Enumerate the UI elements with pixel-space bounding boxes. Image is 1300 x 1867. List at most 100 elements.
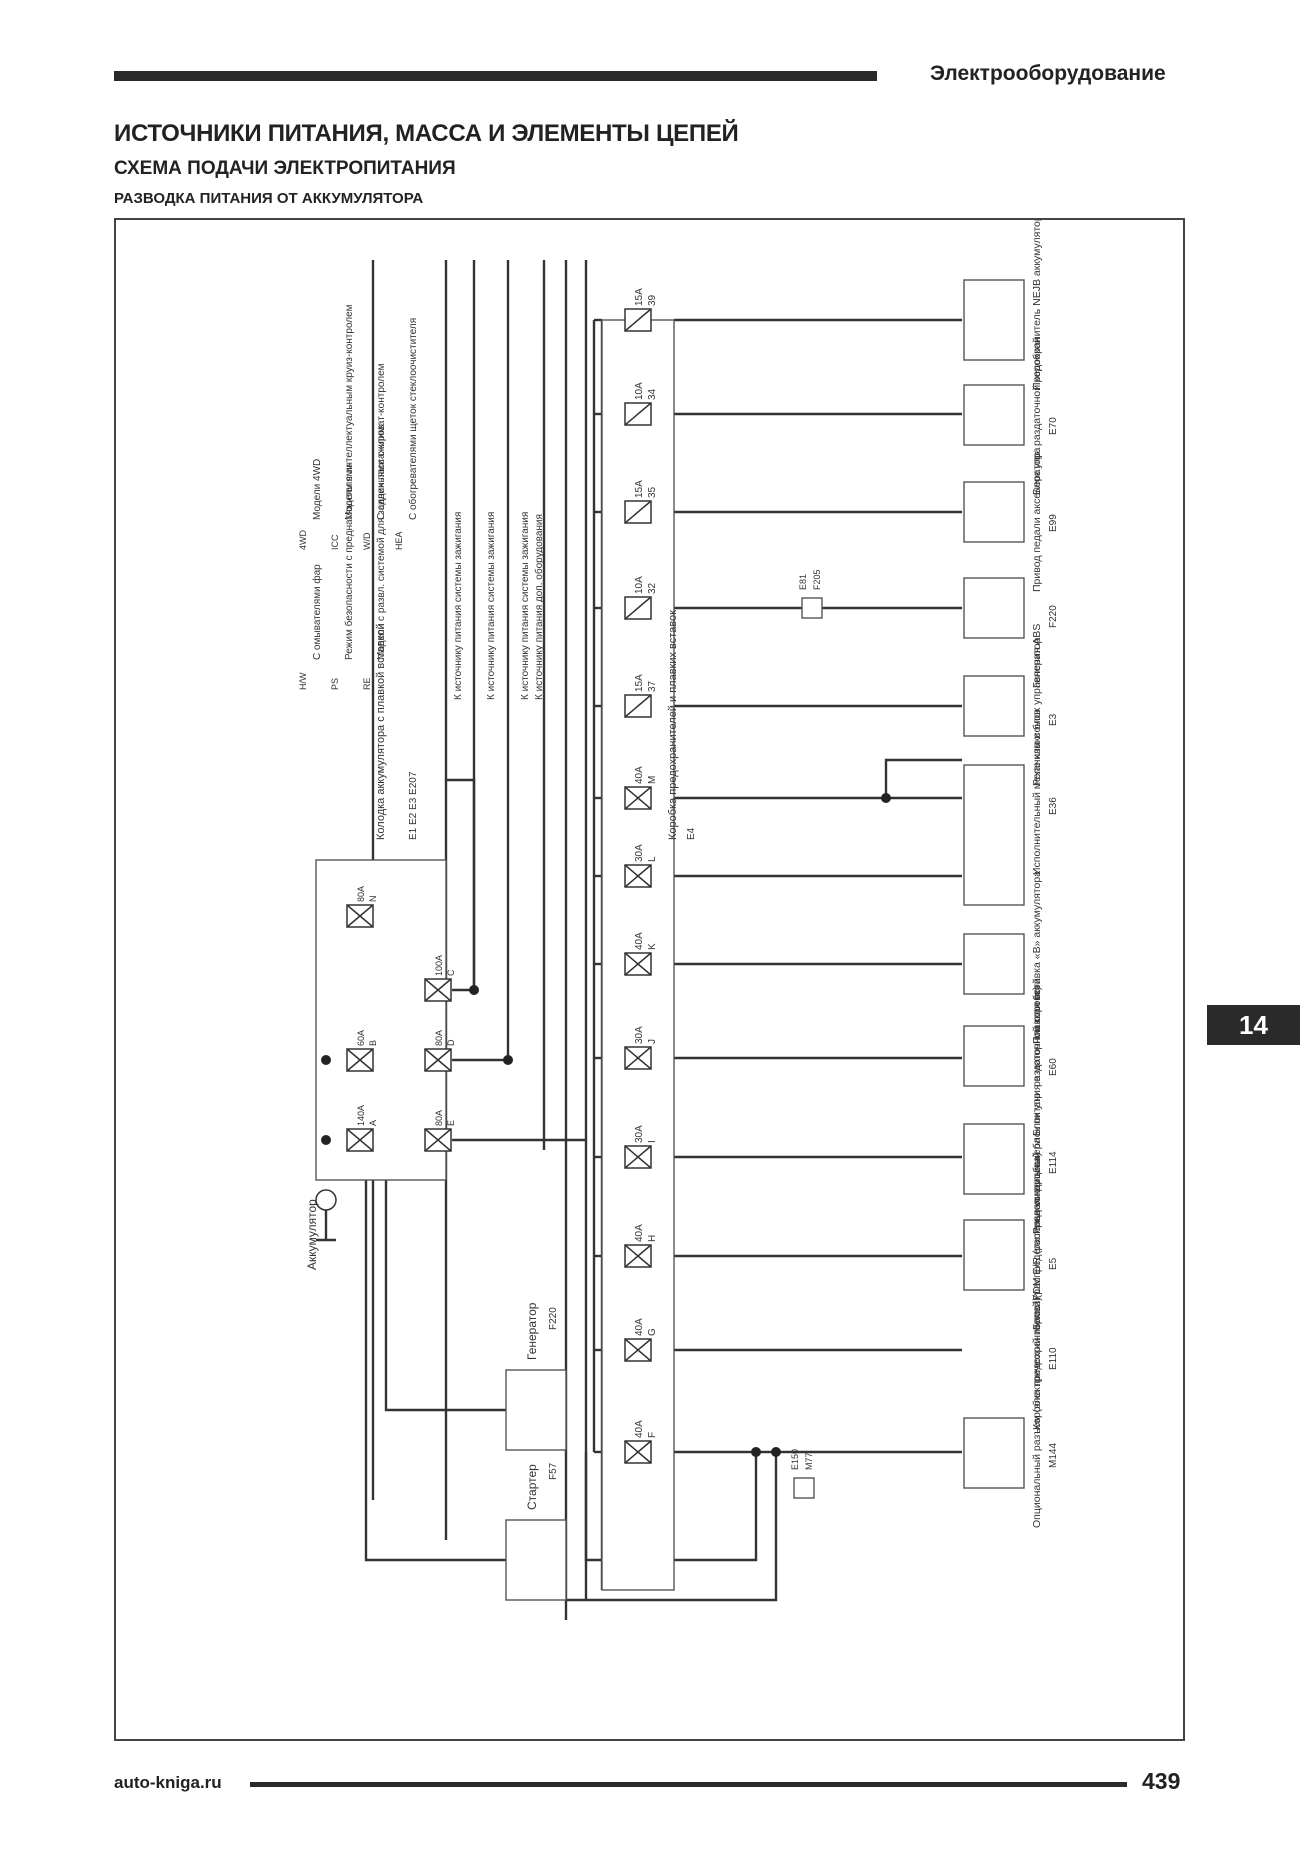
fuse-F [624,1440,652,1464]
fuse-element [624,952,652,976]
link-fuse-id: N [368,896,378,903]
abs-branch [884,758,962,798]
output-label: К источнику питания системы зажигания [520,512,531,700]
link-fuse-C [424,978,452,1002]
fuse-rating: 30A [634,1125,645,1143]
fuse-element [624,596,652,620]
link-fuse-B [346,1048,374,1072]
component-box [963,384,1025,446]
fuse-I [624,1145,652,1169]
component-box [963,279,1025,361]
starter-box [505,1519,567,1601]
link-fuse-rating: 60A [356,1030,366,1046]
fuse-H [624,1244,652,1268]
fusible-link-block [315,859,447,1181]
link-fuse-id: B [368,1040,378,1046]
junction-dot [321,1055,331,1065]
output-label: К источнику питания доп. оборудования [533,514,545,700]
connector-code: F205 [812,569,822,590]
component-label: Генератор [1031,638,1043,688]
fuse-39 [624,308,652,332]
component-code: E99 [1048,514,1059,532]
section-label: Электрооборудование [930,62,1166,85]
fuse-box-label: Коробка предохранителей и плавких вставо… [667,610,679,840]
generator-code: F220 [548,1307,559,1330]
component-box [963,481,1025,543]
fuse-element [624,1244,652,1268]
junction-dot [881,793,891,803]
output-label: К источнику питания системы зажигания [453,512,464,700]
generator-box [505,1369,567,1451]
fuse-rating: 40A [634,1420,645,1438]
fuse-id: 37 [647,680,658,692]
starter-label: Стартер [525,1464,539,1510]
starter-wire [364,1180,506,1562]
link-fuse-N [346,904,374,928]
fuse-rating: 10A [634,576,645,594]
fuse-id: M [647,776,658,784]
starter-code: F57 [548,1462,559,1480]
fuse-32 [624,596,652,620]
diagram-frame [114,218,1185,1741]
fusible-link-codes: E1 E2 E3 E207 [408,771,419,840]
link-out [446,778,476,992]
component-box [963,1123,1025,1195]
fuse-element [624,786,652,810]
legend-text: Модели с интеллектуальным круиз-контроле… [344,304,355,520]
page-subsubtitle: РАЗВОДКА ПИТАНИЯ ОТ АККУМУЛЯТОРА [114,190,424,207]
component-code: E36 [1048,797,1059,815]
link-fuse-rating: 80A [356,886,366,902]
legend-code: RE [362,677,372,690]
link-fuse-rating: 80A [434,1030,444,1046]
fuse-box-code: E4 [686,827,697,840]
fuse-id: I [647,1140,658,1143]
connector-code: M77 [804,1452,814,1470]
component-code: E5 [1048,1257,1059,1270]
fuse-rating: 40A [634,1224,645,1242]
component-label: Блок упр. раздаточной коробкой [1031,978,1043,1136]
fuse-id: 34 [647,388,658,400]
component-label: Предохранитель NEJB аккумулятора [1031,220,1043,390]
fuse-id: K [647,943,658,950]
link-fuse-id: C [446,969,456,976]
component-code: E70 [1048,417,1059,435]
fuse-element [346,1048,374,1072]
link-fuse-rating: 100A [434,955,444,976]
component-box [963,1417,1025,1489]
fuse-id: L [647,856,658,862]
fuse-J [624,1046,652,1070]
fuse-id: J [647,1039,658,1044]
link-fuse-E [424,1128,452,1152]
inline-connector [801,597,823,619]
output-label: К источнику питания системы зажигания [486,512,497,700]
link-fuse-id: D [446,1039,456,1046]
fusible-link-label: Колодка аккумулятора с плавкой вставкой [375,623,387,840]
fuse-element [424,1128,452,1152]
component-code: E114 [1048,1151,1059,1174]
fuse-rating: 40A [634,766,645,784]
generator-label: Генератор [525,1302,539,1360]
fuse-37 [624,694,652,718]
legend-code: ICC [330,534,340,550]
legend-text: С обогревателями щеток стеклоочистителя [407,318,419,520]
battery-label: Аккумулятор [305,1199,319,1270]
legend-code: HEA [394,531,404,550]
link-fuse-id: E [446,1120,456,1126]
fuse-35 [624,500,652,524]
link-fuse-rating: 80A [434,1110,444,1126]
component-box [963,1025,1025,1087]
fuse-rating: 30A [634,844,645,862]
fuse-element [346,904,374,928]
component-box [963,764,1025,906]
component-label: Реле клаксонов [1031,709,1043,786]
footer-site: auto-kniga.ru [114,1773,222,1792]
chapter-tab: 14 [1207,1005,1300,1045]
inline-connector [793,1477,815,1499]
fuse-element [624,1145,652,1169]
fuse-element [346,1128,374,1152]
junction-dot [771,1447,781,1457]
fuse-rating: 30A [634,1026,645,1044]
generator-wire [384,1180,506,1412]
fuse-element [624,1440,652,1464]
